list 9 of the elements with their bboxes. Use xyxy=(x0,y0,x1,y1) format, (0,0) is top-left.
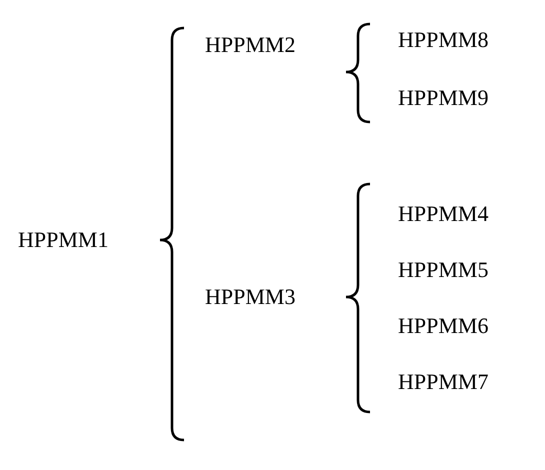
item-label: HPPMM3 xyxy=(205,283,296,311)
item-label: HPPMM8 xyxy=(398,26,488,54)
item-label: HPPMM6 xyxy=(398,312,488,340)
item-label: HPPMM7 xyxy=(398,368,488,396)
item-label: HPPMM5 xyxy=(398,256,488,284)
item-label: HPPMM4 xyxy=(398,200,488,228)
item-label: HPPMM2 xyxy=(205,31,296,59)
item-label: HPPMM1 xyxy=(18,226,108,254)
item-label: HPPMM9 xyxy=(398,84,488,112)
